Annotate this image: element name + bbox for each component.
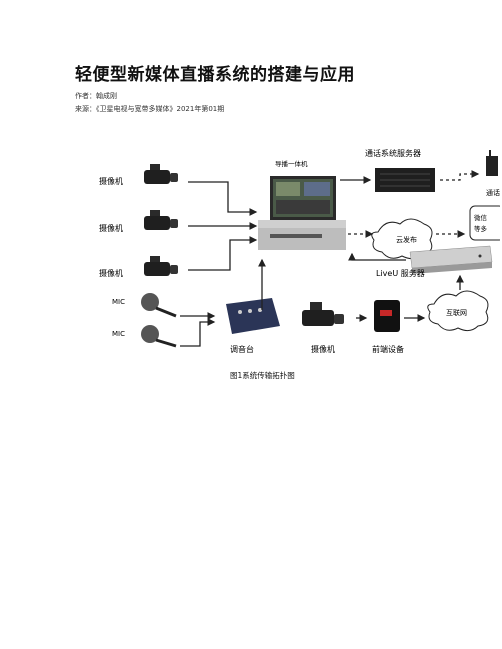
platform-box xyxy=(469,205,500,241)
intercom-partial-label: 通话 xyxy=(486,188,500,197)
connection-arrows xyxy=(180,170,480,347)
camera-2-label: 摄像机 xyxy=(99,223,123,233)
internet-cloud-shape xyxy=(427,290,489,332)
mic-1-label: MIC xyxy=(112,298,125,306)
director-unit xyxy=(258,176,346,250)
article-title: 轻便型新媒体直播系统的搭建与应用 xyxy=(75,65,355,85)
cloud-publish-label: 云发布 xyxy=(396,235,417,244)
author-line: 作者：翰成刚 xyxy=(75,92,117,100)
source-line: 来源：《卫星电视与宽带多媒体》2021年第01期 xyxy=(75,105,225,113)
camera-1-label: 摄像机 xyxy=(99,176,123,186)
figure-caption: 图1系统传输拓扑图 xyxy=(230,371,295,380)
camera-3 xyxy=(144,256,178,276)
camera-4-label: 摄像机 xyxy=(311,344,335,354)
front-end-label: 前端设备 xyxy=(372,344,404,354)
liveu-server xyxy=(409,245,493,274)
camera-2 xyxy=(144,210,178,230)
front-end-device xyxy=(374,300,400,332)
intercom-server xyxy=(375,168,435,192)
internet-label: 互联网 xyxy=(446,308,467,317)
liveu-label: LiveU 服务器 xyxy=(376,268,425,278)
topology-figure: 摄像机 摄像机 摄像机 MIC MIC 导播一体机 xyxy=(80,140,500,362)
camera-1 xyxy=(144,164,178,184)
director-label: 导播一体机 xyxy=(275,159,308,168)
intercom-server-label: 通话系统服务器 xyxy=(365,148,421,158)
camera-3-label: 摄像机 xyxy=(99,268,123,278)
audio-mixer xyxy=(226,298,280,334)
platform-partial-label-2: 等多 xyxy=(474,224,488,233)
microphone-1-icon xyxy=(141,293,177,318)
topology-diagram: 摄像机 摄像机 摄像机 MIC MIC 导播一体机 xyxy=(99,148,500,354)
microphone-2-icon xyxy=(141,325,177,348)
platform-partial-label-1: 微信 xyxy=(474,213,488,222)
walkie-talkie-icon xyxy=(486,150,498,176)
mixer-label: 调音台 xyxy=(230,344,254,354)
camera-4 xyxy=(302,302,344,326)
mic-2-label: MIC xyxy=(112,330,125,338)
